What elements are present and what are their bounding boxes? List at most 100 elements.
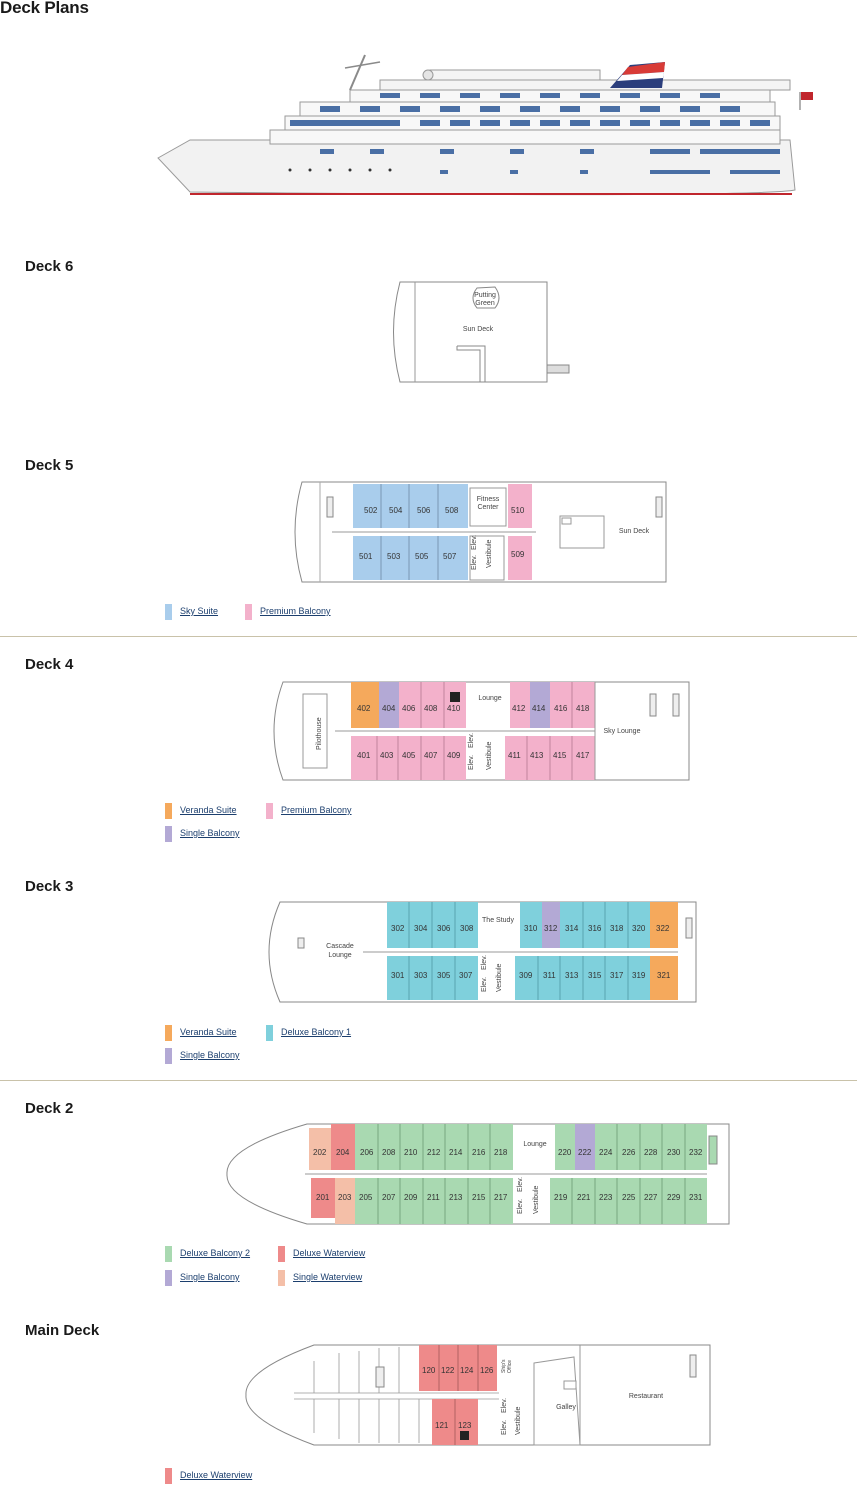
deck3-cabin-305[interactable]: 305 [437, 971, 451, 980]
deck5-cabin-508[interactable]: 508 [445, 506, 459, 515]
deck4-cabin-408[interactable]: 408 [424, 704, 438, 713]
deck4-cabin-406[interactable]: 406 [402, 704, 416, 713]
deck3-cabin-304[interactable]: 304 [414, 924, 428, 933]
main-deck-plan[interactable]: 120 122 124 126 121 123 Ship's Office El… [244, 1343, 714, 1449]
deck4-cabin-407[interactable]: 407 [424, 751, 438, 760]
deck2-cabin-205[interactable]: 205 [359, 1193, 373, 1202]
deck2-cabin-216[interactable]: 216 [472, 1148, 486, 1157]
deck2-cabin-214[interactable]: 214 [449, 1148, 463, 1157]
deck2-cabin-224[interactable]: 224 [599, 1148, 613, 1157]
deck2-cabin-207[interactable]: 207 [382, 1193, 396, 1202]
legend-deluxe-waterview-link[interactable]: Deluxe Waterview [293, 1248, 366, 1258]
deck3-cabin-309[interactable]: 309 [519, 971, 533, 980]
deck2-cabin-232[interactable]: 232 [689, 1148, 703, 1157]
deck5-cabin-505[interactable]: 505 [415, 552, 429, 561]
deck3-cabin-319[interactable]: 319 [632, 971, 646, 980]
deck2-cabin-206[interactable]: 206 [360, 1148, 374, 1157]
legend-deluxe-balcony-1-link[interactable]: Deluxe Balcony 1 [281, 1027, 352, 1037]
deck4-cabin-415[interactable]: 415 [553, 751, 567, 760]
main-deck-cabin-124[interactable]: 124 [460, 1366, 474, 1375]
deck3-cabin-315[interactable]: 315 [588, 971, 602, 980]
deck5-cabin-509[interactable]: 509 [511, 550, 525, 559]
legend-single-balcony-link[interactable]: Single Balcony [180, 1272, 240, 1282]
deck5-cabin-506[interactable]: 506 [417, 506, 431, 515]
deck3-cabin-310[interactable]: 310 [524, 924, 538, 933]
deck5-cabin-503[interactable]: 503 [387, 552, 401, 561]
deck2-cabin-228[interactable]: 228 [644, 1148, 658, 1157]
deck2-cabin-221[interactable]: 221 [577, 1193, 591, 1202]
deck5-cabin-502[interactable]: 502 [364, 506, 378, 515]
deck3-cabin-322[interactable]: 322 [656, 924, 670, 933]
legend-veranda-suite-link[interactable]: Veranda Suite [180, 805, 237, 815]
deck5-cabin-504[interactable]: 504 [389, 506, 403, 515]
legend-deluxe-waterview-link[interactable]: Deluxe Waterview [180, 1470, 253, 1480]
deck4-cabin-418[interactable]: 418 [576, 704, 590, 713]
deck3-cabin-308[interactable]: 308 [460, 924, 474, 933]
deck5-cabin-510[interactable]: 510 [511, 506, 525, 515]
deck5-plan[interactable]: 502 504 506 508 510 501 503 505 507 509 … [288, 480, 670, 584]
deck4-cabin-405[interactable]: 405 [402, 751, 416, 760]
deck3-cabin-302[interactable]: 302 [391, 924, 405, 933]
deck4-cabin-416[interactable]: 416 [554, 704, 568, 713]
deck2-cabin-225[interactable]: 225 [622, 1193, 636, 1202]
deck4-cabin-402[interactable]: 402 [357, 704, 371, 713]
deck2-cabin-215[interactable]: 215 [472, 1193, 486, 1202]
deck3-cabin-320[interactable]: 320 [632, 924, 646, 933]
legend-sky-suite-link[interactable]: Sky Suite [180, 606, 219, 616]
deck3-cabin-318[interactable]: 318 [610, 924, 624, 933]
deck2-cabin-210[interactable]: 210 [404, 1148, 418, 1157]
deck4-cabin-411[interactable]: 411 [508, 751, 521, 760]
main-deck-cabin-122[interactable]: 122 [441, 1366, 455, 1375]
deck4-plan[interactable]: Pilothouse 402 404 406 408 410 412 414 4… [265, 680, 693, 784]
deck3-cabin-306[interactable]: 306 [437, 924, 451, 933]
deck2-cabin-227[interactable]: 227 [644, 1193, 658, 1202]
deck2-cabin-201[interactable]: 201 [316, 1193, 330, 1202]
deck2-cabin-219[interactable]: 219 [554, 1193, 568, 1202]
deck4-cabin-401[interactable]: 401 [357, 751, 371, 760]
main-deck-cabin-120[interactable]: 120 [422, 1366, 436, 1375]
deck4-cabin-403[interactable]: 403 [380, 751, 394, 760]
deck4-cabin-413[interactable]: 413 [530, 751, 544, 760]
deck4-cabin-409[interactable]: 409 [447, 751, 461, 760]
deck2-cabin-222[interactable]: 222 [578, 1148, 592, 1157]
legend-veranda-suite-link[interactable]: Veranda Suite [180, 1027, 237, 1037]
deck3-cabin-314[interactable]: 314 [565, 924, 579, 933]
deck2-cabin-204[interactable]: 204 [336, 1148, 350, 1157]
deck3-cabin-317[interactable]: 317 [610, 971, 624, 980]
deck2-cabin-209[interactable]: 209 [404, 1193, 418, 1202]
deck2-cabin-208[interactable]: 208 [382, 1148, 396, 1157]
deck3-cabin-313[interactable]: 313 [565, 971, 579, 980]
deck3-cabin-321[interactable]: 321 [657, 971, 671, 980]
deck5-cabin-501[interactable]: 501 [359, 552, 373, 561]
deck2-cabin-231[interactable]: 231 [689, 1193, 703, 1202]
legend-deluxe-balcony-2-link[interactable]: Deluxe Balcony 2 [180, 1248, 251, 1258]
deck3-cabin-311[interactable]: 311 [543, 971, 556, 980]
deck2-plan[interactable]: 202 204 206 208 210 212 214 216 218 220 … [225, 1122, 733, 1226]
deck3-cabin-316[interactable]: 316 [588, 924, 602, 933]
deck3-plan[interactable]: Cascade Lounge 302 304 306 308 310 312 3… [258, 900, 700, 1004]
deck2-cabin-230[interactable]: 230 [667, 1148, 681, 1157]
deck3-cabin-312[interactable]: 312 [544, 924, 558, 933]
legend-single-balcony-link[interactable]: Single Balcony [180, 828, 240, 838]
deck2-cabin-212[interactable]: 212 [427, 1148, 441, 1157]
legend-single-balcony-link[interactable]: Single Balcony [180, 1050, 240, 1060]
deck2-cabin-229[interactable]: 229 [667, 1193, 681, 1202]
deck3-cabin-307[interactable]: 307 [459, 971, 473, 980]
deck2-cabin-220[interactable]: 220 [558, 1148, 572, 1157]
deck3-cabin-303[interactable]: 303 [414, 971, 428, 980]
deck2-cabin-226[interactable]: 226 [622, 1148, 636, 1157]
deck2-cabin-213[interactable]: 213 [449, 1193, 463, 1202]
deck2-cabin-203[interactable]: 203 [338, 1193, 352, 1202]
deck6-plan[interactable]: Putting Green Sun Deck [385, 280, 575, 385]
deck3-cabin-301[interactable]: 301 [391, 971, 405, 980]
deck4-cabin-412[interactable]: 412 [512, 704, 526, 713]
deck2-cabin-211[interactable]: 211 [427, 1193, 440, 1202]
deck2-cabin-218[interactable]: 218 [494, 1148, 508, 1157]
deck4-cabin-404[interactable]: 404 [382, 704, 396, 713]
main-deck-cabin-126[interactable]: 126 [480, 1366, 494, 1375]
legend-premium-balcony-link[interactable]: Premium Balcony [260, 606, 331, 616]
main-deck-cabin-123[interactable]: 123 [458, 1421, 472, 1430]
deck2-cabin-223[interactable]: 223 [599, 1193, 613, 1202]
deck2-cabin-202[interactable]: 202 [313, 1148, 327, 1157]
deck2-cabin-217[interactable]: 217 [494, 1193, 508, 1202]
